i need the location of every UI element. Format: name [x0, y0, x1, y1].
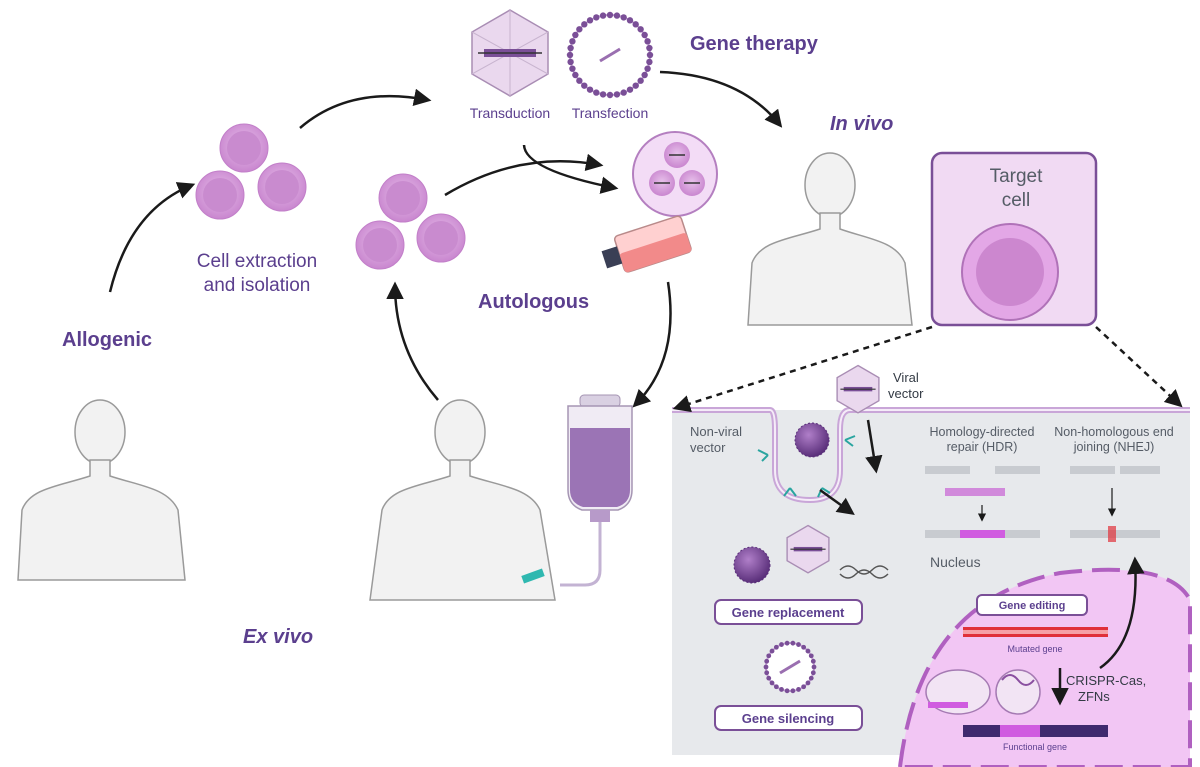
- label-transduction: Transduction: [470, 105, 550, 121]
- label-crispr-2: ZFNs: [1078, 689, 1110, 704]
- liposome-silencing-icon: [763, 640, 817, 694]
- person-allogenic: [17, 399, 186, 581]
- dashed-zoom-arrows: [672, 325, 1183, 413]
- hdr-dna-icon: [925, 466, 1040, 538]
- cells-autologous: [355, 173, 466, 270]
- label-cell-extraction-2: and isolation: [204, 275, 311, 296]
- label-mutated-gene: Mutated gene: [1007, 644, 1062, 654]
- label-viral-vector-1: Viral: [893, 370, 919, 385]
- person-autologous: [369, 399, 556, 601]
- viral-capsid-icon: [471, 9, 549, 97]
- mechanism-panel: [672, 364, 1192, 767]
- label-target-2: cell: [1002, 190, 1031, 211]
- flow-arrows: [108, 70, 1145, 706]
- label-nucleus: Nucleus: [930, 554, 981, 570]
- label-hdr-2: repair (HDR): [947, 440, 1018, 454]
- label-nhej-2: joining (NHEJ): [1073, 440, 1155, 454]
- label-transfection: Transfection: [572, 105, 649, 121]
- label-ex-vivo: Ex vivo: [243, 626, 313, 648]
- iv-bag-icon: [521, 394, 633, 587]
- label-cell-extraction-1: Cell extraction: [197, 251, 317, 272]
- cells-extracted: [195, 123, 307, 220]
- label-non-viral-2: vector: [690, 440, 726, 455]
- label-non-viral-1: Non-viral: [690, 424, 742, 439]
- label-functional-gene: Functional gene: [1003, 742, 1067, 752]
- label-autologous: Autologous: [478, 291, 589, 313]
- culture-flask-icon: [601, 131, 718, 273]
- label-viral-vector-2: vector: [888, 386, 924, 401]
- nhej-dna-icon: [1070, 466, 1160, 542]
- label-gene-editing: Gene editing: [999, 600, 1066, 612]
- label-crispr-1: CRISPR-Cas,: [1066, 673, 1146, 688]
- label-nhej-1: Non-homologous end: [1054, 425, 1174, 439]
- gene-editing-box: [976, 594, 1088, 616]
- label-target-1: Target: [990, 166, 1044, 187]
- label-gene-replacement: Gene replacement: [732, 605, 845, 620]
- gene-silencing-box: [714, 705, 863, 731]
- label-hdr-1: Homology-directed: [930, 425, 1035, 439]
- target-cell-box: [930, 151, 1098, 327]
- liposome-icon: [566, 11, 654, 99]
- label-gene-silencing: Gene silencing: [742, 711, 835, 726]
- gene-replacement-box: [714, 599, 863, 625]
- label-gene-therapy: Gene therapy: [690, 33, 819, 55]
- label-allogenic: Allogenic: [62, 329, 152, 351]
- person-in-vivo: [747, 152, 913, 326]
- label-in-vivo: In vivo: [830, 113, 893, 135]
